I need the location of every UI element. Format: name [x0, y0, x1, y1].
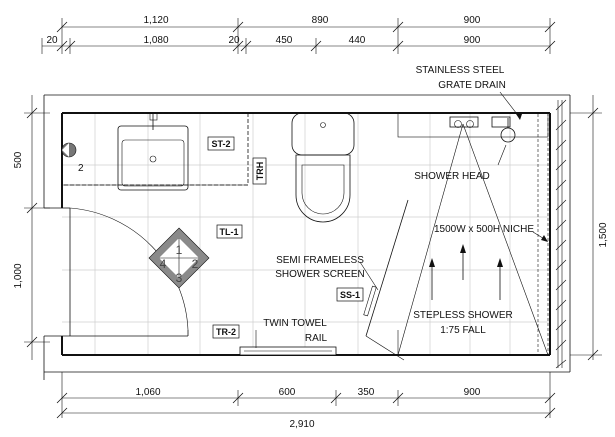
shower-head-icon: [500, 127, 516, 143]
leaders: [255, 91, 548, 348]
basin-bowl: [121, 139, 185, 187]
dim-bot-900: 900: [464, 387, 481, 398]
dim-top2-1080: 1,080: [143, 35, 168, 46]
diamond-num-2: 2: [192, 257, 199, 271]
dim-left-1000: 1,000: [13, 263, 24, 288]
label-screen-1: SEMI FRAMELESS: [276, 255, 364, 266]
toilet-bowl: [295, 154, 351, 223]
dim-top2-20a: 20: [46, 35, 58, 46]
vanity: 2: [61, 112, 249, 191]
label-drain-1: STAINLESS STEEL: [416, 65, 505, 76]
tag-st2: ST-2: [211, 139, 230, 149]
label-niche: 1500W x 500H NICHE: [434, 224, 534, 235]
dimension-text: 1,120 890 900 20 1,080 20 450 440 900 1,…: [13, 15, 609, 430]
dim-bot-600: 600: [279, 387, 296, 398]
dim-top2-450: 450: [276, 35, 293, 46]
label-shower-head: SHOWER HEAD: [414, 171, 490, 182]
dim-right-1500: 1,500: [598, 222, 609, 247]
shower-area: [363, 112, 549, 361]
label-towel-1: TWIN TOWEL: [263, 318, 327, 329]
dim-top2-20b: 20: [228, 35, 240, 46]
tag-tr2: TR-2: [216, 327, 236, 337]
diamond-num-4: 4: [160, 257, 167, 271]
dim-top-1120: 1,120: [143, 15, 168, 26]
tag-ss1: SS-1: [340, 290, 360, 300]
dim-bot-350: 350: [358, 387, 375, 398]
tag-tl1: TL-1: [220, 227, 239, 237]
tags: ST-2 TL-1 SS-1 TR-2 TRH: [207, 136, 364, 339]
toilet-cistern: [291, 112, 355, 156]
diamond-num-3: 3: [176, 271, 183, 285]
tag-trh: TRH: [255, 162, 265, 181]
shower-tapware: [449, 116, 516, 143]
dim-top2-440: 440: [349, 35, 366, 46]
dim-bot-total: 2,910: [289, 419, 314, 430]
dim-left-500: 500: [13, 151, 24, 168]
dim-top-900: 900: [464, 15, 481, 26]
label-stepless-2: 1:75 FALL: [440, 325, 486, 336]
fall-arrows: [429, 244, 503, 300]
dim-top2-900: 900: [464, 35, 481, 46]
elevation-number: 2: [78, 163, 84, 174]
dim-bot-1060: 1,060: [135, 387, 160, 398]
label-stepless-1: STEPLESS SHOWER: [413, 310, 512, 321]
label-screen-2: SHOWER SCREEN: [275, 269, 364, 280]
shower-screen: [363, 199, 409, 361]
niche: [537, 112, 549, 356]
door: [62, 207, 189, 337]
labels: STAINLESS STEEL GRATE DRAIN SHOWER HEAD …: [263, 65, 534, 344]
diamond-num-1: 1: [176, 243, 183, 257]
towel-rail: [239, 346, 337, 356]
floor-tiles: [62, 113, 550, 355]
basin-drain: [149, 155, 157, 163]
label-drain-2: GRATE DRAIN: [438, 80, 506, 91]
dim-top-890: 890: [312, 15, 329, 26]
diamond-marker: 1 2 3 4: [148, 227, 210, 289]
label-towel-2: RAIL: [305, 333, 328, 344]
toilet: [291, 112, 355, 223]
fall-lines: [397, 123, 549, 356]
basin: [117, 125, 189, 191]
